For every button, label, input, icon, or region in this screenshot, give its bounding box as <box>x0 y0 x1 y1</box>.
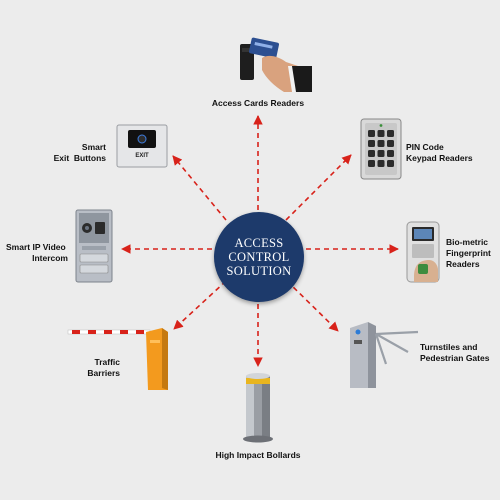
hub-line-2: CONTROL <box>228 250 290 264</box>
label-intercom: Smart IP Video Intercom <box>6 242 74 264</box>
arrow-traffic <box>173 280 227 330</box>
turnstile-icon <box>350 322 419 388</box>
traffic-barrier-icon <box>67 328 168 390</box>
center-hub: ACCESS CONTROL SOLUTION <box>214 212 304 302</box>
label-biometric-line-1: Bio-metric <box>446 237 489 247</box>
label-pin-code: PIN Code Keypad Readers <box>406 142 496 164</box>
label-pin-code-line-1: PIN Code <box>406 142 444 152</box>
arrow-pin-code <box>285 154 352 221</box>
hub-title: ACCESS CONTROL SOLUTION <box>227 236 292 278</box>
label-turnstiles-line-1: Turnstiles and <box>420 342 478 352</box>
label-biometric: Bio-metric Fingerprint Readers <box>446 237 500 270</box>
hub-line-3: SOLUTION <box>226 264 292 278</box>
label-intercom-line-1: Smart IP Video <box>6 242 66 252</box>
card-reader-hand-icon <box>240 37 312 92</box>
label-intercom-line-2: Intercom <box>32 253 68 263</box>
fingerprint-reader-icon <box>406 221 440 283</box>
label-traffic-line-2: Barriers <box>87 368 120 378</box>
label-traffic-line-1: Traffic <box>94 357 120 367</box>
label-traffic: Traffic Barriers <box>40 357 120 379</box>
exit-button-text: EXIT <box>135 153 149 159</box>
label-exit-buttons: Smart Exit Buttons <box>34 142 106 164</box>
label-bollards: High Impact Bollards <box>190 450 326 461</box>
keypad-reader-icon <box>360 118 402 180</box>
label-biometric-line-3: Readers <box>446 259 480 269</box>
label-biometric-line-2: Fingerprint <box>446 248 491 258</box>
bollard-icon <box>243 373 273 443</box>
video-intercom-icon <box>75 209 113 283</box>
label-exit-buttons-line-1: Smart <box>81 142 106 152</box>
arrow-turnstiles <box>286 280 339 332</box>
label-pin-code-line-2: Keypad Readers <box>406 153 473 163</box>
hub-line-1: ACCESS <box>234 236 284 250</box>
label-turnstiles-line-2: Pedestrian Gates <box>420 353 490 363</box>
label-turnstiles: Turnstiles and Pedestrian Gates <box>420 342 500 364</box>
exit-button-icon <box>116 124 168 168</box>
label-access-cards: Access Cards Readers <box>190 98 326 109</box>
label-access-cards-line-1: Access Cards Readers <box>211 98 305 108</box>
exit-button-device: EXIT <box>116 124 168 168</box>
arrow-exit-buttons <box>172 155 227 221</box>
label-exit-buttons-line-2: Exit Buttons <box>53 153 106 163</box>
label-bollards-line-1: High Impact Bollards <box>215 450 301 460</box>
